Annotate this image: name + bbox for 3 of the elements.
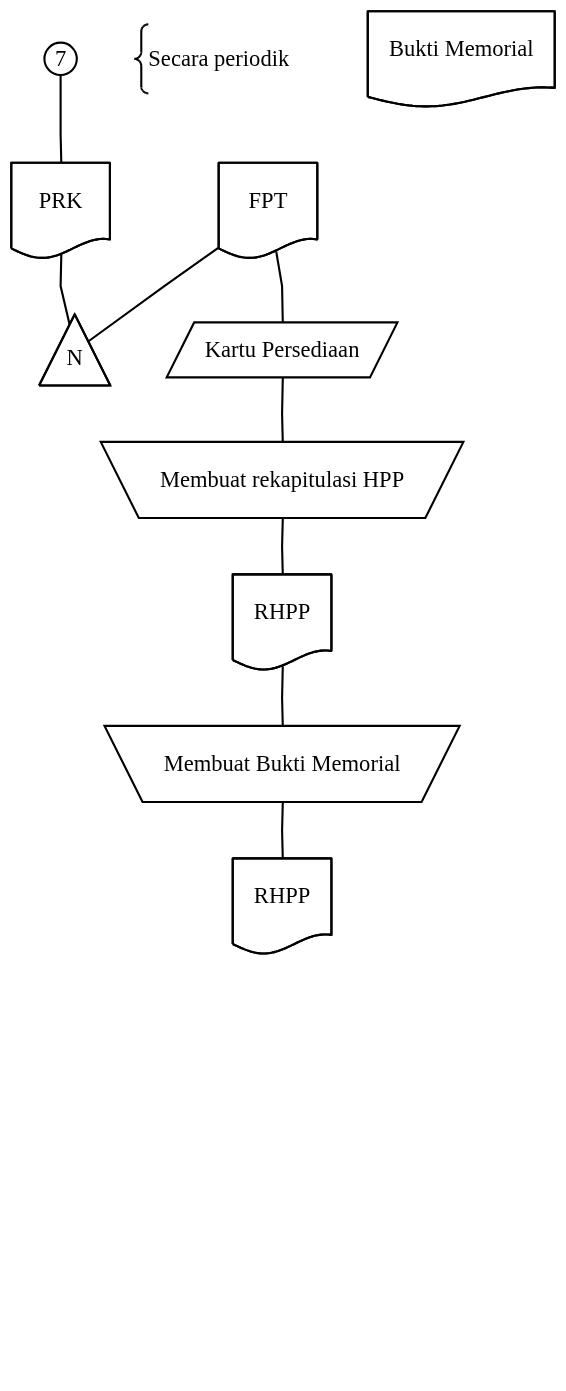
connector <box>87 246 220 343</box>
node-text: Secara periodik <box>148 46 290 71</box>
node-circle: 7 <box>43 41 78 77</box>
